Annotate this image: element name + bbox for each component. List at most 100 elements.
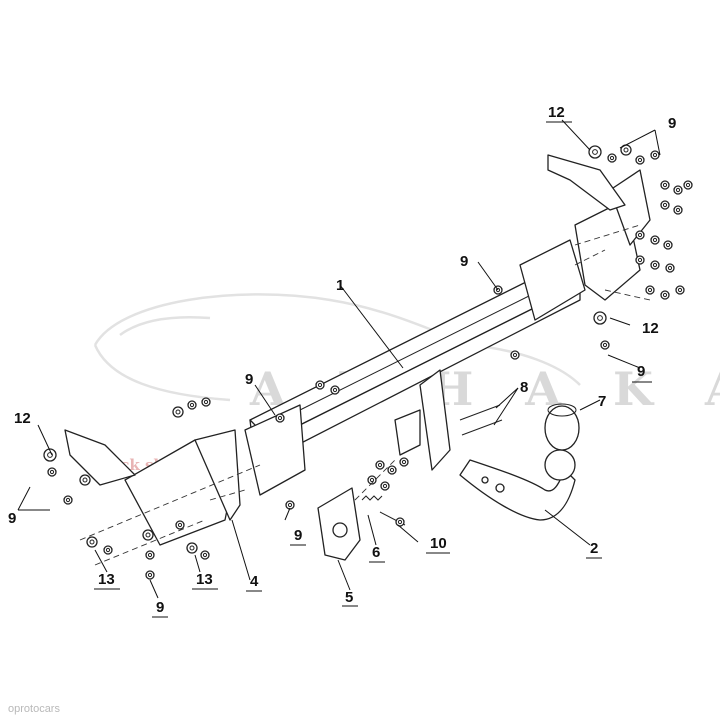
washer-hole xyxy=(175,409,181,415)
washer-icon xyxy=(172,406,184,418)
right-mounting-plate xyxy=(519,154,651,321)
washer-hole xyxy=(377,462,383,468)
assembly-guide-lines xyxy=(79,224,651,566)
washer-hole xyxy=(317,382,323,388)
washer-hole xyxy=(202,552,208,558)
washer-hole xyxy=(623,147,629,153)
washer-icon xyxy=(660,200,670,210)
washer-hole xyxy=(512,352,518,358)
washer-icon xyxy=(399,457,409,467)
washer-icon xyxy=(175,520,185,530)
callout-12: 12 xyxy=(548,104,565,121)
washer-hole xyxy=(177,522,183,528)
callout-5: 5 xyxy=(345,589,353,606)
washer-icon xyxy=(675,285,685,295)
callout-9: 9 xyxy=(460,253,468,270)
callout-9: 9 xyxy=(637,363,645,380)
washer-hole xyxy=(382,483,388,489)
center-bracket xyxy=(394,369,451,471)
washer-hole xyxy=(147,572,153,578)
washer-icon xyxy=(395,517,405,527)
washer-hole xyxy=(287,502,293,508)
washer-icon xyxy=(683,180,693,190)
callout-12: 12 xyxy=(642,320,659,337)
washer-hole xyxy=(652,152,658,158)
washer-icon xyxy=(275,413,285,423)
washer-hole xyxy=(662,202,668,208)
washer-hole xyxy=(602,342,608,348)
ball-cover-part-7 xyxy=(544,403,580,481)
washer-icon xyxy=(43,448,57,462)
washer-icon xyxy=(330,385,340,395)
leader-lines xyxy=(17,119,661,599)
socket-plate-part-5 xyxy=(317,487,361,561)
callout-9: 9 xyxy=(245,371,253,388)
washer-icon xyxy=(200,550,210,560)
washer-icon xyxy=(186,542,198,554)
washer-hole xyxy=(65,497,71,503)
callout-2: 2 xyxy=(590,540,598,557)
washer-hole xyxy=(495,287,501,293)
washer-hole xyxy=(677,287,683,293)
washer-icon xyxy=(660,290,670,300)
washer-hole xyxy=(145,532,151,538)
washer-hole xyxy=(667,265,673,271)
washer-hole xyxy=(647,287,653,293)
washer-hole xyxy=(147,552,153,558)
washer-icon xyxy=(187,400,197,410)
washer-icon xyxy=(593,311,607,325)
washer-hole xyxy=(592,149,598,155)
callout-6: 6 xyxy=(372,544,380,561)
callout-13: 13 xyxy=(196,571,213,588)
callout-9: 9 xyxy=(294,527,302,544)
washer-icon xyxy=(387,465,397,475)
callout-4: 4 xyxy=(250,573,259,590)
washer-hole xyxy=(652,237,658,243)
washer-hole xyxy=(332,387,338,393)
washer-icon xyxy=(79,474,91,486)
washer-icon xyxy=(607,153,617,163)
washer-icon xyxy=(145,550,155,560)
washer-hole xyxy=(105,547,111,553)
washer-icon xyxy=(86,536,98,548)
washer-icon xyxy=(588,145,602,159)
callouts: 12 9 9 1 12 9 9 8 7 12 9 9 10 6 2 13 13 … xyxy=(8,104,676,616)
washer-icon xyxy=(600,340,610,350)
washer-hole xyxy=(662,292,668,298)
washer-hole xyxy=(675,207,681,213)
callout-9: 9 xyxy=(156,599,164,616)
callout-9: 9 xyxy=(8,510,16,527)
callout-underlines xyxy=(94,121,652,618)
washer-hole xyxy=(47,452,53,458)
washer-hole xyxy=(189,402,195,408)
washer-icon xyxy=(650,235,660,245)
washer-hole xyxy=(189,545,195,551)
washer-hole xyxy=(685,182,691,188)
washer-hole xyxy=(637,257,643,263)
washer-icon xyxy=(63,495,73,505)
washer-hole xyxy=(637,157,643,163)
washer-hole xyxy=(389,467,395,473)
callout-7: 7 xyxy=(598,393,606,410)
callout-1: 1 xyxy=(336,277,344,294)
washer-icon xyxy=(47,467,57,477)
washer-icon xyxy=(380,481,390,491)
washer-icon xyxy=(673,205,683,215)
washer-hole xyxy=(203,399,209,405)
callout-9: 9 xyxy=(668,115,676,132)
washer-icon xyxy=(103,545,113,555)
washer-hole xyxy=(662,182,668,188)
washer-hole xyxy=(665,242,671,248)
washer-icon xyxy=(315,380,325,390)
washer-hole xyxy=(675,187,681,193)
callout-13: 13 xyxy=(98,571,115,588)
washer-hole xyxy=(49,469,55,475)
washer-hole xyxy=(369,477,375,483)
washer-icon xyxy=(635,230,645,240)
washer-icon xyxy=(673,185,683,195)
washer-icon xyxy=(142,529,154,541)
washer-icon xyxy=(665,263,675,273)
washer-icon xyxy=(375,460,385,470)
washer-hole xyxy=(277,415,283,421)
